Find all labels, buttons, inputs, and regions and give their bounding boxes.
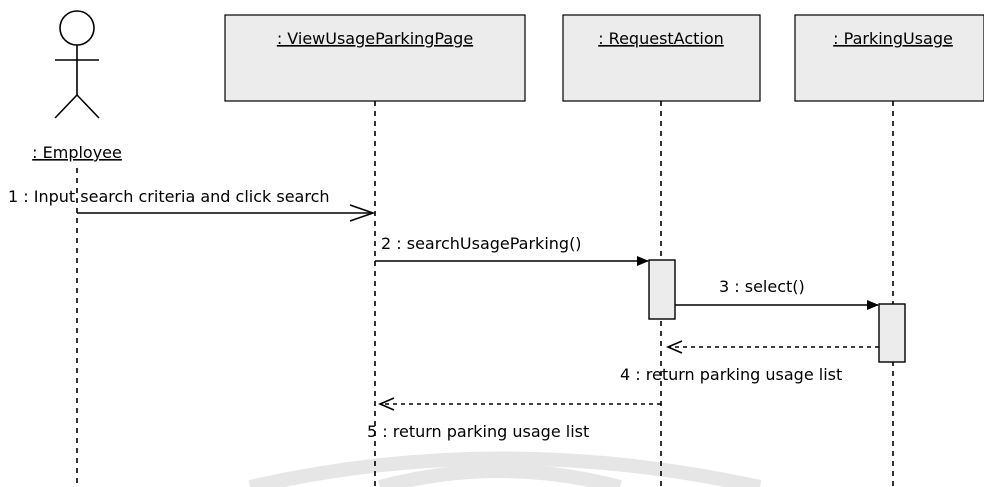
message-5-label: 5 : return parking usage list: [367, 422, 589, 441]
object-parking-usage[interactable]: : ParkingUsage: [794, 14, 984, 102]
actor-left-leg: [54, 94, 78, 119]
object-label: : ParkingUsage: [833, 29, 953, 48]
message-1-label: 1 : Input search criteria and click sear…: [8, 187, 330, 206]
actor-employee[interactable]: : Employee: [32, 10, 122, 162]
object-box: [224, 14, 526, 102]
message-3[interactable]: 3 : select(): [675, 277, 879, 310]
message-4[interactable]: 4 : return parking usage list: [620, 340, 879, 384]
actor-label: : Employee: [32, 143, 122, 162]
actor-right-leg: [76, 94, 100, 119]
message-4-label: 4 : return parking usage list: [620, 365, 842, 384]
activation-request-action: [648, 259, 676, 320]
object-box: [794, 14, 984, 102]
object-label: : RequestAction: [598, 29, 724, 48]
message-2[interactable]: 2 : searchUsageParking(): [375, 234, 649, 266]
object-label: : ViewUsageParkingPage: [277, 29, 473, 48]
object-view-usage-parking-page[interactable]: : ViewUsageParkingPage: [224, 14, 526, 102]
activation-parking-usage: [878, 303, 906, 363]
object-request-action[interactable]: : RequestAction: [562, 14, 761, 102]
message-1[interactable]: 1 : Input search criteria and click sear…: [8, 187, 376, 222]
message-4-arrowhead: [665, 340, 683, 354]
watermark: [248, 451, 762, 487]
message-1-arrowhead: [349, 204, 376, 222]
actor-head: [59, 10, 95, 46]
message-5[interactable]: 5 : return parking usage list: [367, 397, 661, 441]
message-2-label: 2 : searchUsageParking(): [381, 234, 582, 253]
message-5-arrowhead: [377, 397, 395, 411]
object-box: [562, 14, 761, 102]
message-3-label: 3 : select(): [719, 277, 805, 296]
